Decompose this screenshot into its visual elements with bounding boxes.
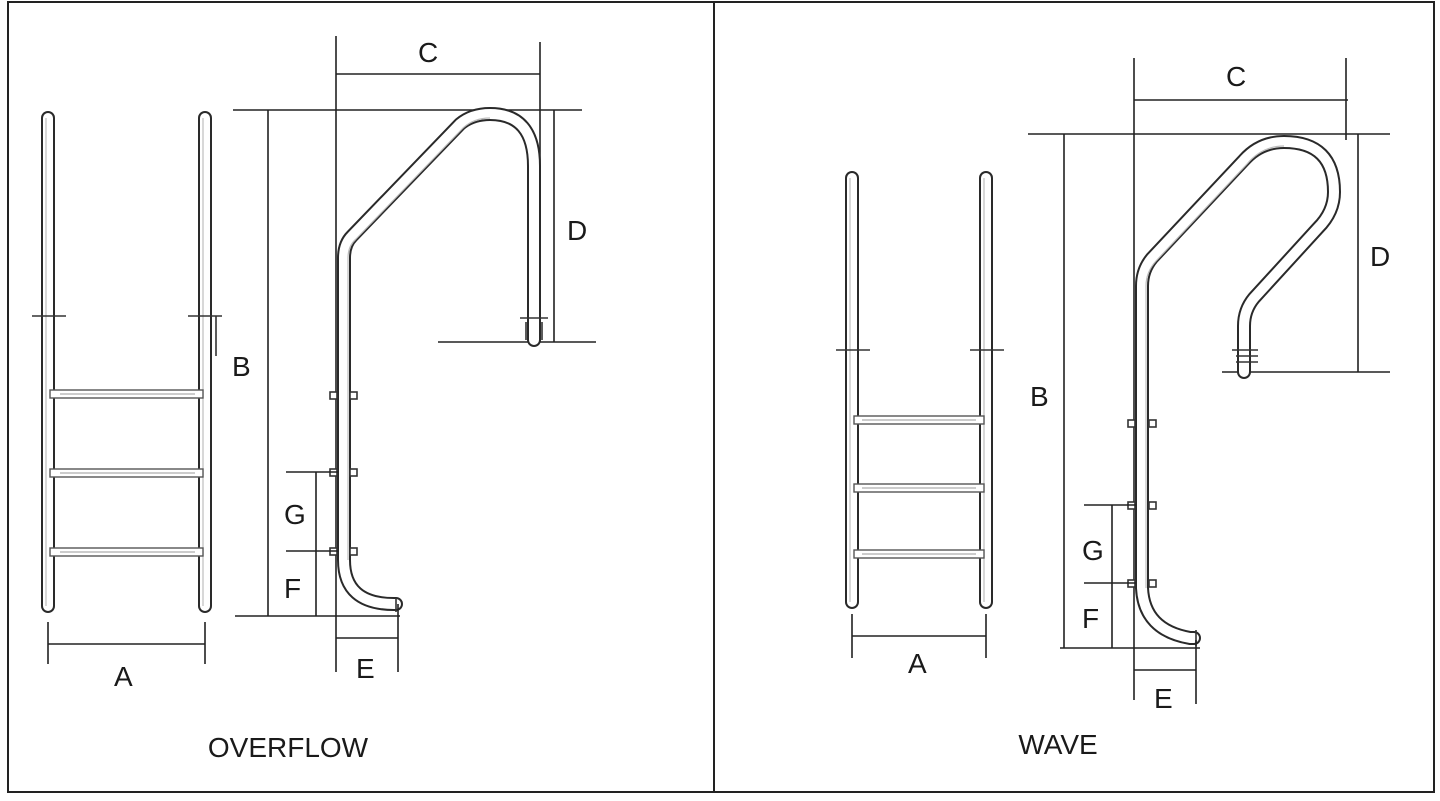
step-clamp: [329, 391, 338, 400]
panel-wave: A C B D: [836, 58, 1390, 760]
dimension-a-label: A: [114, 661, 133, 692]
step-clamp: [1127, 419, 1136, 428]
side-handrail: [1135, 135, 1341, 645]
dimension-d-label: D: [1370, 241, 1390, 272]
side-view-ladder: C B D G F: [1028, 58, 1390, 714]
caption-overflow: OVERFLOW: [208, 732, 369, 763]
dimension-b-label: B: [232, 351, 251, 382]
front-view-ladder: A: [32, 111, 222, 692]
dimension-g-label: G: [1082, 535, 1104, 566]
dimension-d-label: D: [567, 215, 587, 246]
side-handrail: [337, 107, 541, 611]
dimension-c-label: C: [418, 37, 438, 68]
diagram-frame: [7, 1, 1435, 793]
panel-overflow: A C B D: [32, 36, 596, 763]
dimension-c-label: C: [1226, 61, 1246, 92]
dimension-a-label: A: [908, 648, 927, 679]
dimension-e-label: E: [1154, 683, 1173, 714]
side-view-ladder: C B D G F: [232, 36, 596, 684]
dimension-g-label: G: [284, 499, 306, 530]
dimension-b-label: B: [1030, 381, 1049, 412]
dimension-e-label: E: [356, 653, 375, 684]
caption-wave: WAVE: [1018, 729, 1097, 760]
dimension-f-label: F: [284, 573, 301, 604]
front-view-ladder: A: [836, 171, 1004, 679]
dimension-f-label: F: [1082, 603, 1099, 634]
